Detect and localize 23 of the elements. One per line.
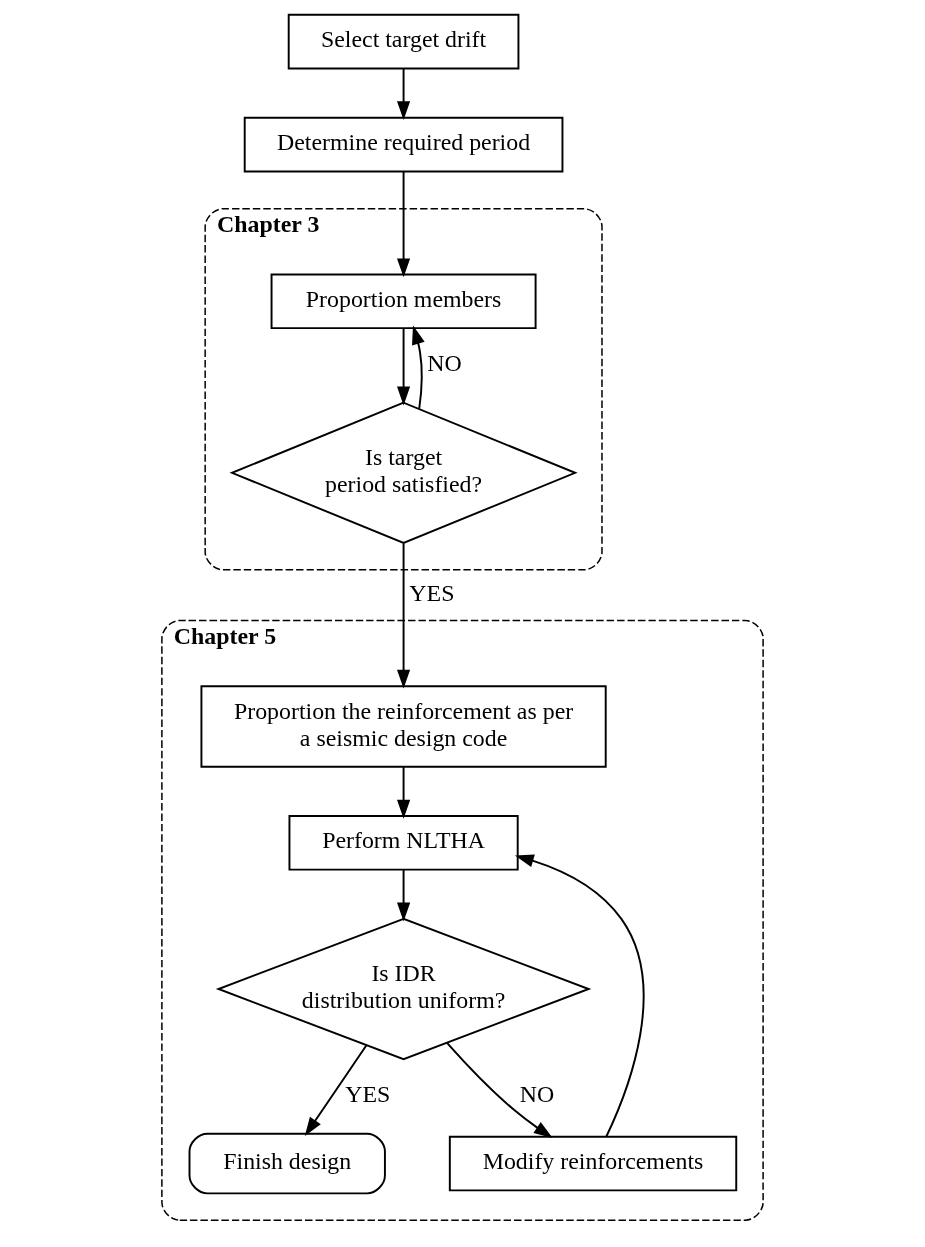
edge-label: YES	[409, 579, 455, 606]
node-box: Modify reinforcements	[448, 1135, 738, 1192]
node-diamond: Is IDR distribution uniform?	[215, 917, 592, 1061]
arrow	[397, 170, 411, 278]
node-box: Proportion members	[270, 273, 537, 330]
node-diamond: Is target period satisfied?	[229, 401, 578, 544]
arrow	[397, 542, 411, 689]
node-box: Determine required period	[243, 116, 564, 173]
edge-label: NO	[519, 1081, 555, 1108]
edge-label: NO	[427, 350, 462, 377]
arrow	[304, 1044, 368, 1137]
arrow	[446, 1042, 553, 1139]
arrow	[397, 868, 411, 922]
node-box: Select target drift	[287, 13, 520, 70]
arrow	[397, 765, 411, 819]
arrow	[397, 67, 411, 121]
node-box: Proportion the reinforcement as per a seismic design code	[200, 685, 607, 768]
arrow	[412, 325, 425, 410]
node-box: Finish design	[188, 1132, 386, 1195]
arrow	[397, 327, 411, 406]
edge-label: YES	[345, 1081, 391, 1108]
arrow	[514, 854, 645, 1138]
node-box: Perform NLTHA	[288, 814, 519, 871]
